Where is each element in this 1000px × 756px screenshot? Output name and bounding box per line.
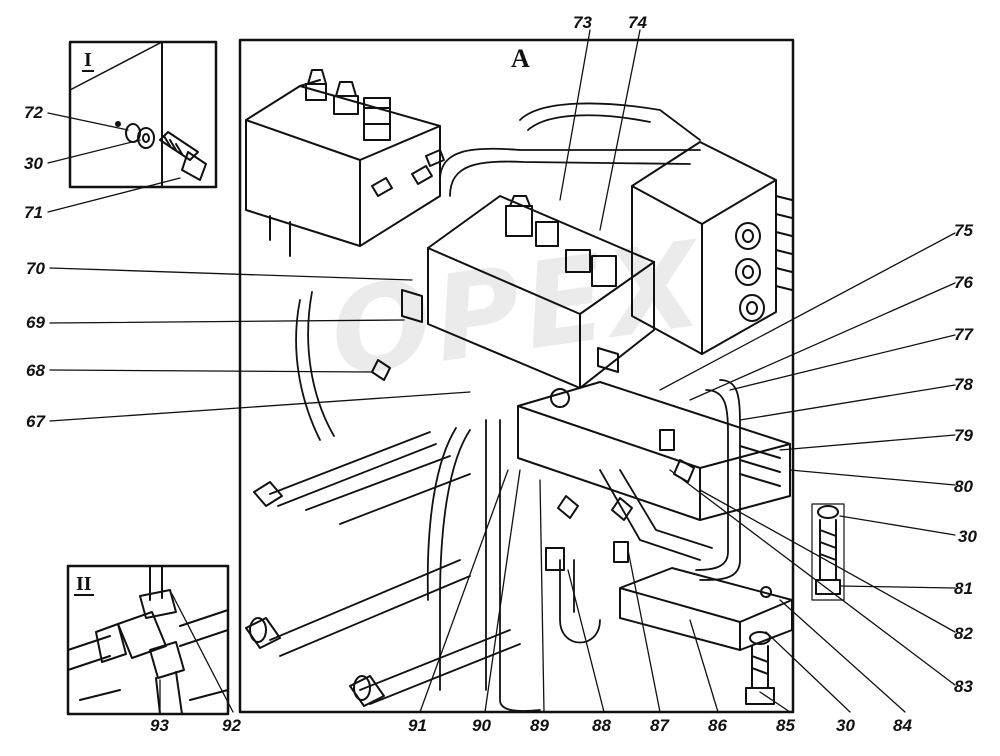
callout-75: 75 xyxy=(954,221,973,240)
inset-1-bolt-assembly xyxy=(115,121,207,181)
callout-92: 92 xyxy=(222,716,241,735)
callout-71: 71 xyxy=(24,203,43,222)
callout-87: 87 xyxy=(650,716,669,735)
callout-68: 68 xyxy=(26,361,45,380)
leader-lines xyxy=(47,29,956,713)
callout-85: 85 xyxy=(776,716,795,735)
callout-30-bottom: 30 xyxy=(836,716,855,735)
callout-79: 79 xyxy=(954,426,973,445)
callout-70: 70 xyxy=(26,259,45,278)
callout-88: 88 xyxy=(592,716,611,735)
callout-80: 80 xyxy=(954,477,973,496)
inset-2-label: II xyxy=(74,573,94,596)
callout-30-inset: 30 xyxy=(24,154,43,173)
callout-81: 81 xyxy=(954,579,973,598)
left-valve-block xyxy=(245,69,445,257)
callout-78: 78 xyxy=(954,375,973,394)
callout-67: 67 xyxy=(26,412,45,431)
right-valve-block xyxy=(631,141,793,355)
callout-83: 83 xyxy=(954,677,973,696)
main-view-frame xyxy=(238,38,795,714)
callout-84: 84 xyxy=(893,716,912,735)
callout-74: 74 xyxy=(628,13,647,32)
callout-90: 90 xyxy=(472,716,491,735)
callout-91: 91 xyxy=(408,716,427,735)
callout-69: 69 xyxy=(26,313,45,332)
callout-73: 73 xyxy=(573,13,592,32)
inset-2-frame xyxy=(66,564,230,716)
center-valve-block xyxy=(401,195,655,389)
bolt-81 xyxy=(811,503,845,601)
callout-77: 77 xyxy=(954,325,973,344)
callout-93: 93 xyxy=(150,716,169,735)
manifold-bar xyxy=(517,381,791,521)
callout-82: 82 xyxy=(954,624,973,643)
callout-30-right: 30 xyxy=(958,527,977,546)
callout-76: 76 xyxy=(954,273,973,292)
pipe-end-fittings xyxy=(245,359,695,707)
callout-72: 72 xyxy=(24,103,43,122)
bolt-85 xyxy=(745,631,775,705)
callout-89: 89 xyxy=(530,716,549,735)
hydraulic-pipes xyxy=(269,102,741,712)
callout-86: 86 xyxy=(708,716,727,735)
inset-2-tee-fitting xyxy=(67,565,229,715)
inset-1-label: I xyxy=(82,49,94,72)
lower-distributor xyxy=(619,567,793,651)
main-view-label: A xyxy=(511,44,530,73)
